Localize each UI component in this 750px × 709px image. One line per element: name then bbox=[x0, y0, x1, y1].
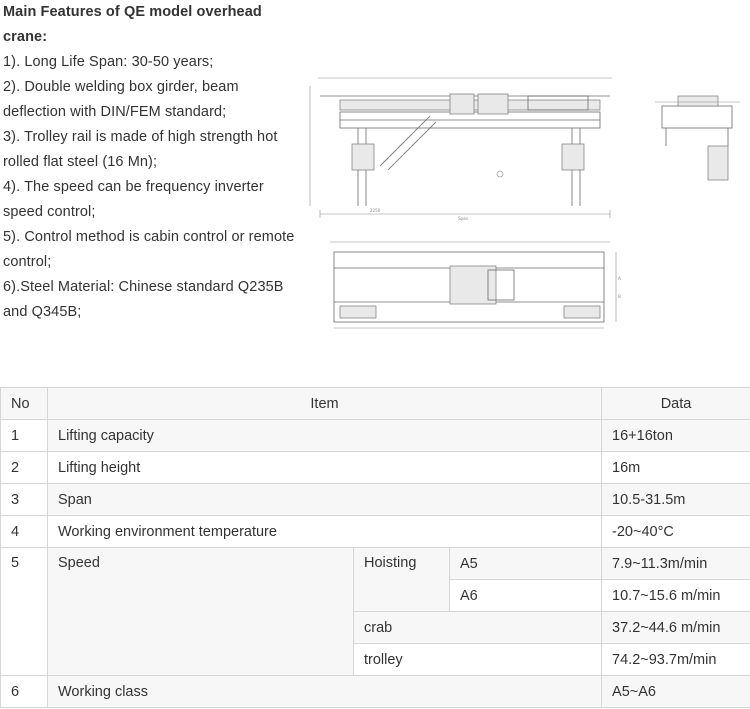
row-item: Lifting height bbox=[46, 451, 603, 484]
feature-item: 3). Trolley rail is made of high strengt… bbox=[3, 129, 278, 170]
table-row: 2 Lifting height 16m bbox=[0, 451, 750, 484]
features-title: Main Features of QE model overhead crane… bbox=[3, 4, 262, 45]
feature-item: 6).Steel Material: Chinese standard Q235… bbox=[3, 279, 284, 320]
feature-item: 5). Control method is cabin control or r… bbox=[3, 229, 295, 270]
row-item: Lifting capacity bbox=[46, 419, 603, 452]
table-row: 3 Span 10.5-31.5m bbox=[0, 483, 750, 516]
speed-trolley-label: trolley bbox=[352, 643, 603, 676]
row-item: Working class bbox=[46, 675, 603, 708]
speed-a6-label: A6 bbox=[448, 579, 603, 612]
spec-table: No Item Data 1 Lifting capacity 16+16ton… bbox=[0, 387, 750, 708]
table-row: 1 Lifting capacity 16+16ton bbox=[0, 419, 750, 452]
speed-crab-label: crab bbox=[352, 611, 603, 644]
dimension-label: A bbox=[618, 276, 621, 281]
table-header-row: No Item Data bbox=[0, 387, 750, 420]
row-data: A5~A6 bbox=[601, 675, 750, 708]
side-view bbox=[655, 95, 740, 181]
table-row: 4 Working environment temperature -20~40… bbox=[0, 515, 750, 548]
table-row-speed: 5 Speed Hoisting A5 7.9~11.3m/min bbox=[0, 547, 750, 676]
row-item: Speed bbox=[47, 547, 354, 676]
row-no: 5 bbox=[0, 547, 48, 676]
row-item: Working environment temperature bbox=[46, 515, 603, 548]
crane-technical-drawing: Span 2250 A B bbox=[309, 77, 740, 329]
row-data: 16m bbox=[601, 451, 750, 484]
header-data: Data bbox=[601, 387, 750, 420]
header-no: No bbox=[0, 387, 48, 420]
speed-hoisting-label: Hoisting bbox=[353, 547, 450, 612]
speed-a6-data: 10.7~15.6 m/min bbox=[601, 579, 750, 612]
row-no: 3 bbox=[0, 483, 48, 516]
table-row-speed: trolley 74.2~93.7m/min bbox=[1, 643, 750, 676]
feature-item: 4). The speed can be frequency inverter … bbox=[3, 179, 264, 220]
speed-crab-data: 37.2~44.6 m/min bbox=[601, 611, 750, 644]
row-no: 4 bbox=[0, 515, 48, 548]
feature-item: 1). Long Life Span: 30-50 years; bbox=[3, 54, 214, 70]
row-data: 10.5-31.5m bbox=[601, 483, 750, 516]
table-row: 6 Working class A5~A6 bbox=[0, 675, 750, 708]
plan-view: A B bbox=[330, 241, 621, 329]
table-row-speed: A6 10.7~15.6 m/min bbox=[1, 579, 750, 612]
row-no: 6 bbox=[0, 675, 48, 708]
front-elevation-view: Span 2250 bbox=[309, 77, 612, 221]
dimension-label: Span bbox=[458, 216, 469, 221]
dimension-label: B bbox=[618, 294, 621, 299]
table-row-speed: crab 37.2~44.6 m/min bbox=[1, 611, 750, 644]
row-no: 2 bbox=[0, 451, 48, 484]
speed-a5-data: 7.9~11.3m/min bbox=[601, 547, 750, 580]
features-section: Main Features of QE model overhead crane… bbox=[3, 0, 299, 325]
row-no: 1 bbox=[0, 419, 48, 452]
speed-trolley-data: 74.2~93.7m/min bbox=[601, 643, 750, 676]
speed-a5-label: A5 bbox=[448, 547, 603, 580]
row-data: 16+16ton bbox=[601, 419, 750, 452]
row-item: Span bbox=[46, 483, 603, 516]
header-item: Item bbox=[46, 387, 603, 420]
feature-item: 2). Double welding box girder, beam defl… bbox=[3, 79, 239, 120]
row-data: -20~40°C bbox=[601, 515, 750, 548]
dimension-label: 2250 bbox=[370, 208, 381, 213]
